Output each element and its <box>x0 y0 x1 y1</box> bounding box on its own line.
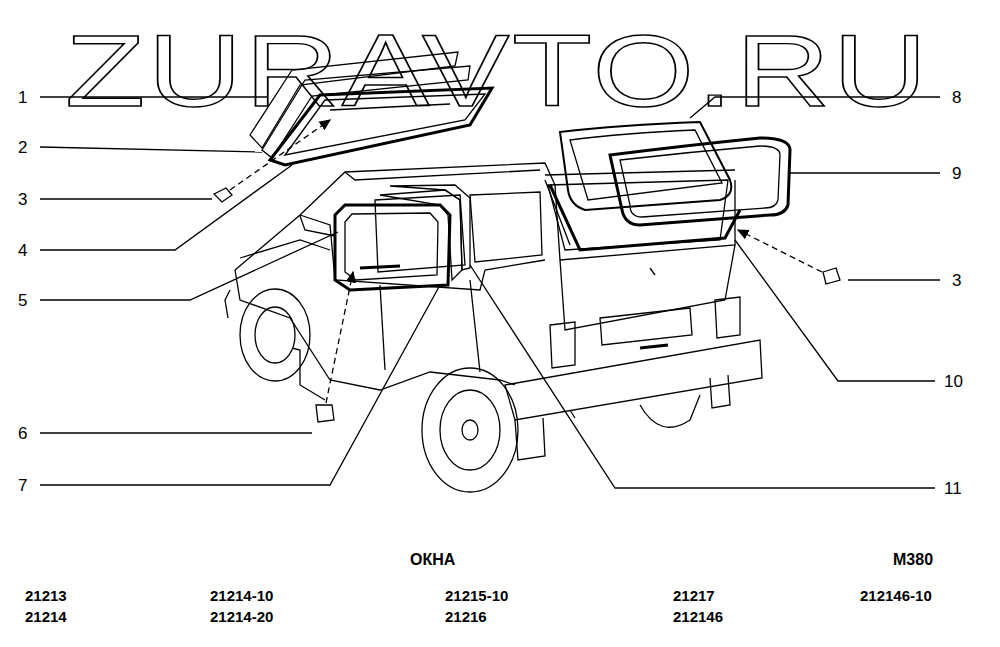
callout-number: 10 <box>944 373 963 390</box>
model-code: 21214-20 <box>210 609 273 624</box>
callout-number: 3 <box>18 191 27 208</box>
model-code: 212146 <box>673 609 723 624</box>
callout-number: 9 <box>952 165 961 182</box>
model-code: 212146-10 <box>860 588 932 603</box>
model-code: 21213 <box>25 588 67 603</box>
callout-number: 8 <box>952 89 961 106</box>
diagram-code: M380 <box>893 552 933 568</box>
callout-number: 4 <box>18 242 27 259</box>
callout-number: 6 <box>18 425 27 442</box>
callout-number: 2 <box>18 139 27 156</box>
callout-number: 3 <box>952 272 961 289</box>
model-code: 21217 <box>673 588 715 603</box>
watermark: ZURAVTO.RU <box>65 20 930 121</box>
callout-number: 11 <box>944 480 962 497</box>
callout-number: 5 <box>18 292 27 309</box>
model-code: 21214-10 <box>210 588 273 603</box>
model-code: 21214 <box>25 609 67 624</box>
model-code: 21215-10 <box>445 588 508 603</box>
callout-number: 7 <box>18 477 27 494</box>
diagram-title: ОКНА <box>410 552 455 568</box>
model-code: 21216 <box>445 609 487 624</box>
callout-number: 1 <box>18 89 27 106</box>
